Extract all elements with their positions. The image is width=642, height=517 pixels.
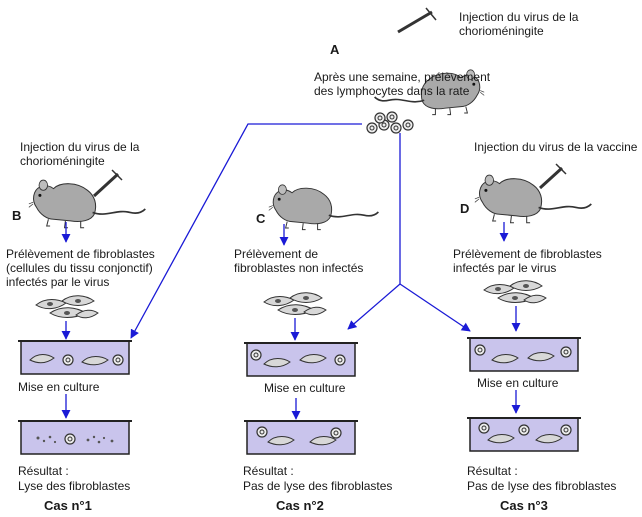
case2-prelevement-line1: Prélèvement de: [234, 247, 319, 261]
case1-result-text: Lyse des fibroblastes: [18, 479, 131, 493]
case2-result-text: Pas de lyse des fibroblastes: [243, 479, 393, 493]
lymphocytes-cluster: [366, 111, 414, 134]
fibroblasts-case1: [35, 295, 99, 319]
dish-cells-case2: [250, 349, 346, 368]
case2-prelevement-line2: fibroblastes non infectés: [234, 261, 364, 275]
case3-injection: Injection du virus de la vaccine: [474, 140, 638, 154]
case1-prelevement-line1: Prélèvement de fibroblastes: [6, 247, 155, 261]
case2-result-label: Résultat :: [243, 464, 294, 478]
case3-result-text: Pas de lyse des fibroblastes: [467, 479, 617, 493]
case3-result-label: Résultat :: [467, 464, 518, 478]
case2-title: Cas n°2: [276, 498, 324, 513]
case1-injection-line2: chorioméningite: [20, 154, 105, 168]
case1-injection-line1: Injection du virus de la: [20, 140, 140, 154]
top-injection-line1: Injection du virus de la: [459, 10, 579, 24]
arrow-lymphocytes-to-case1: [130, 123, 362, 339]
rat-d-illustration: [474, 174, 593, 224]
label-b: B: [12, 208, 22, 223]
case3-prelevement-line2: infectés par le virus: [453, 261, 557, 275]
top-after-line1: Après une semaine, prélèvement: [314, 70, 491, 84]
lysed-cells-case1: [36, 433, 114, 445]
case1-title: Cas n°1: [44, 498, 92, 513]
fibroblasts-case2: [263, 292, 327, 316]
case1-prelevement-line2: (cellules du tissu conjonctif): [6, 261, 153, 275]
arrow-to-case2-dish: [347, 283, 401, 330]
case3-title: Cas n°3: [500, 498, 548, 513]
syringe-a-icon: [397, 7, 437, 34]
intact-cells-case3: [478, 422, 572, 444]
rat-c-illustration: [267, 184, 380, 231]
case2-culture: Mise en culture: [264, 381, 346, 395]
case1-culture: Mise en culture: [18, 380, 100, 394]
top-after-line2: des lymphocytes dans la rate: [314, 84, 470, 98]
label-d: D: [460, 201, 470, 216]
fibroblasts-case3: [483, 280, 547, 304]
culture-dish-case3: [469, 337, 579, 372]
dish-cells-case1: [29, 354, 124, 366]
dish-cells-case3: [474, 344, 572, 364]
case3-prelevement-line1: Prélèvement de fibroblastes: [453, 247, 602, 261]
intact-cells-case2: [256, 426, 342, 446]
syringe-d-icon: [538, 163, 567, 190]
syringe-b-icon: [92, 169, 123, 198]
rat-b-illustration: [28, 179, 147, 229]
case1-prelevement-line3: infectés par le virus: [6, 275, 110, 289]
case3-culture: Mise en culture: [477, 376, 559, 390]
arrow-to-case3-dish: [399, 283, 471, 332]
top-injection-line2: chorioméningite: [459, 24, 544, 38]
label-a: A: [330, 42, 340, 57]
label-c: C: [256, 211, 266, 226]
case1-result-label: Résultat :: [18, 464, 69, 478]
